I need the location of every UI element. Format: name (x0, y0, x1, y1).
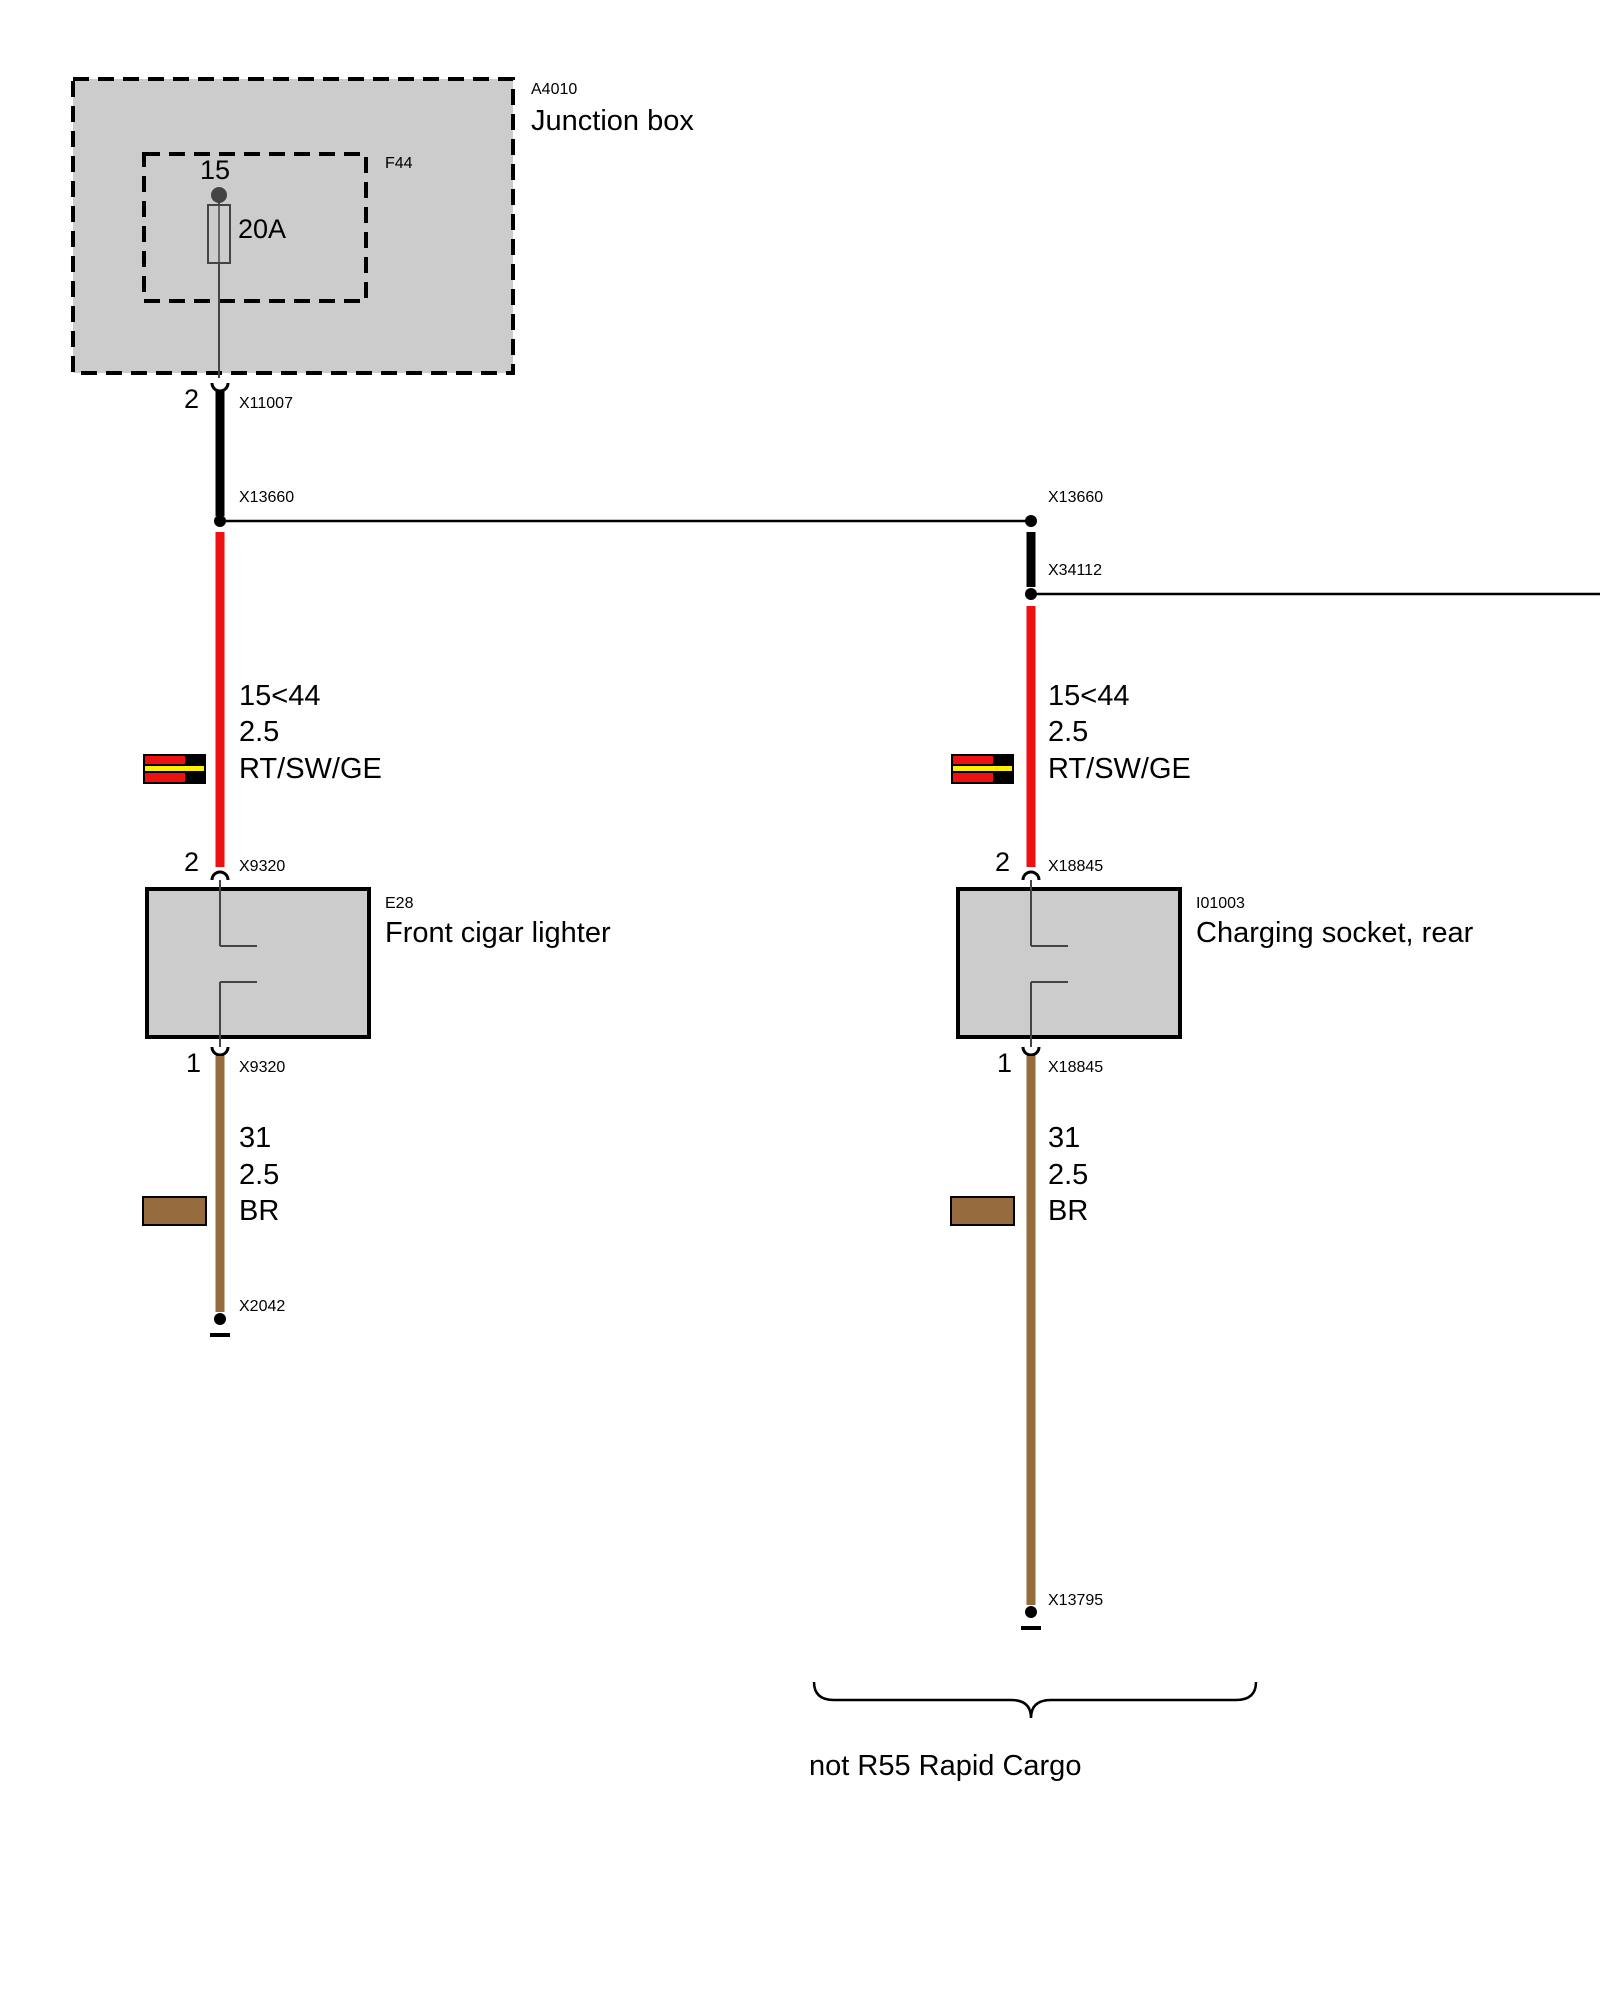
left-supply-color-code: RT/SW/GE (239, 753, 382, 785)
component-i01003-id: I01003 (1196, 895, 1245, 912)
wire-color-swatch-rt-sw-ge (143, 754, 206, 784)
connector-x34112-label: X34112 (1048, 562, 1102, 579)
right-ground-color-code: BR (1048, 1195, 1088, 1227)
connector-x13795-label: X13795 (1048, 1592, 1103, 1609)
left-supply-size: 2.5 (239, 716, 279, 748)
component-front-cigar-lighter[interactable] (145, 887, 371, 1039)
pin-x18845-bottom: 1 (997, 1048, 1012, 1078)
connector-x9320-bottom-label: X9320 (239, 1059, 285, 1076)
component-e28-id: E28 (385, 895, 414, 912)
right-supply-size: 2.5 (1048, 716, 1088, 748)
left-ground-color-code: BR (239, 1195, 279, 1227)
connector-x9320-bottom-cup (210, 1046, 230, 1057)
junction-box[interactable] (71, 77, 515, 375)
connector-x13660-left-label: X13660 (239, 489, 294, 506)
right-ground-size: 2.5 (1048, 1159, 1088, 1191)
connector-x2042-label: X2042 (239, 1298, 285, 1315)
splice-x13660-right (1025, 515, 1037, 527)
connector-x18845-bottom-cup (1021, 1046, 1041, 1057)
fuse-terminal-label: 15 (200, 155, 230, 185)
wire-color-swatch-br-right (950, 1196, 1015, 1226)
right-supply-color-code: RT/SW/GE (1048, 753, 1191, 785)
component-charging-socket-rear[interactable] (956, 887, 1182, 1039)
right-supply-signal: 15<44 (1048, 680, 1129, 712)
wire-color-swatch-br (142, 1196, 207, 1226)
left-ground-signal: 31 (239, 1122, 271, 1154)
variant-brace (812, 1681, 1258, 1719)
fuse-rating: 20A (238, 214, 286, 244)
component-e28-name: Front cigar lighter (385, 917, 611, 949)
connector-x13660-right-label: X13660 (1048, 489, 1103, 506)
component-i01003-name: Charging socket, rear (1196, 917, 1474, 949)
connector-x18845-top-label: X18845 (1048, 858, 1103, 875)
junction-box-id: A4010 (531, 81, 577, 98)
ground-point-x13795 (1025, 1606, 1037, 1618)
fuse-box[interactable] (142, 152, 368, 303)
left-supply-signal: 15<44 (239, 680, 320, 712)
pin-x18845-top: 2 (995, 847, 1010, 877)
connector-x18845-top-cup (1021, 870, 1041, 881)
ground-point-x2042 (214, 1313, 226, 1325)
connector-x18845-bottom-label: X18845 (1048, 1059, 1103, 1076)
fuse-id: F44 (385, 155, 413, 172)
right-ground-signal: 31 (1048, 1122, 1080, 1154)
connector-x9320-top-label: X9320 (239, 858, 285, 875)
wire-color-swatch-rt-sw-ge-right (951, 754, 1014, 784)
pin-x9320-bottom: 1 (186, 1048, 201, 1078)
junction-box-name: Junction box (531, 105, 694, 137)
pin-x9320-top: 2 (184, 847, 199, 877)
connector-x11007-cup (210, 382, 230, 393)
pin-x11007: 2 (184, 384, 199, 414)
connector-x11007-label: X11007 (239, 395, 293, 412)
left-ground-size: 2.5 (239, 1159, 279, 1191)
connector-x9320-top-cup (210, 870, 230, 881)
variant-note: not R55 Rapid Cargo (809, 1750, 1081, 1782)
